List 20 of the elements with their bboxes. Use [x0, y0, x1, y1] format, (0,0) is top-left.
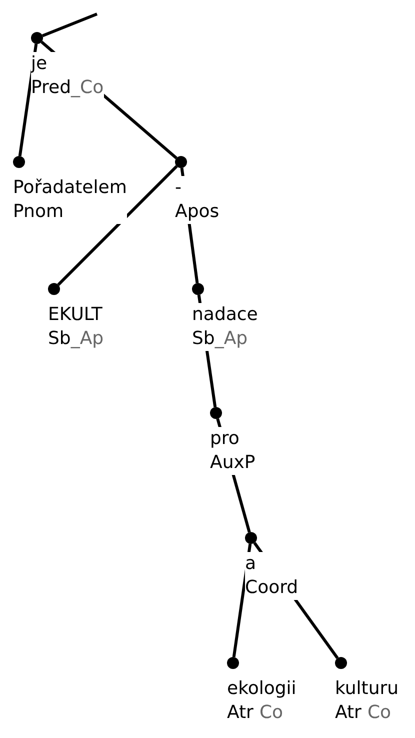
- syntactic-tag: Atr Co: [335, 701, 392, 725]
- syntactic-tag: Sb_Ap: [48, 327, 104, 351]
- word-form: ekologii: [227, 677, 296, 701]
- word-form: -: [175, 176, 182, 200]
- syntactic-tag: AuxP: [210, 451, 256, 475]
- syntactic-tag: Apos: [175, 200, 220, 224]
- syntactic-tag: Pred_Co: [31, 76, 104, 100]
- syntactic-tag: Sb_Ap: [192, 327, 248, 351]
- word-form: nadace: [192, 303, 258, 327]
- word-form: Pořadatelem: [13, 176, 127, 200]
- syntactic-tag: Coord: [245, 576, 298, 600]
- tree-edge: [42, 12, 98, 38]
- tree-edge: [57, 165, 178, 286]
- word-form: je: [31, 52, 48, 76]
- word-form: kulturu: [335, 677, 399, 701]
- word-form: pro: [210, 427, 240, 451]
- syntactic-tag: Atr Co: [227, 701, 284, 725]
- syntactic-tag: Pnom: [13, 200, 64, 224]
- word-form: a: [245, 552, 256, 576]
- word-form: EKULT: [48, 303, 102, 327]
